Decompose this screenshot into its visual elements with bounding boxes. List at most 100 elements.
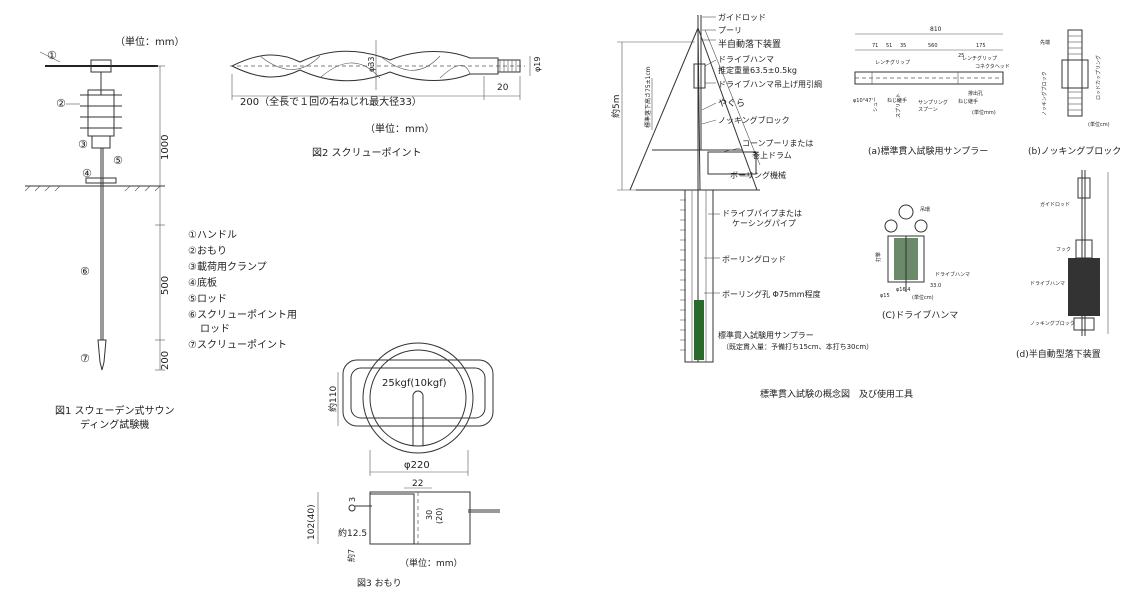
sampler-dim: 175	[976, 43, 986, 49]
fig3-dim-7: 約7	[346, 549, 356, 562]
auto-note: ノッキングブロック	[1030, 320, 1075, 327]
fig1-unit: （単位：mm）	[115, 35, 184, 48]
fig2-unit: （単位：mm）	[365, 122, 434, 135]
fig2-dim-19: φ19	[533, 57, 542, 72]
sampler-note: ねじ継手	[958, 98, 978, 105]
fig3-slot	[412, 390, 424, 446]
fig2-dim-33: φ33	[367, 57, 376, 72]
hammer-note: 打撃	[875, 252, 882, 262]
spt-label: ノッキングブロック	[718, 115, 790, 125]
fig1-legend-item: ⑤ロッド	[188, 294, 227, 305]
fig1-dim-200: 200	[160, 351, 171, 370]
spt-sampler	[694, 300, 704, 360]
fig3-dim-3: 3	[348, 497, 357, 502]
sampler-dim: 51	[886, 43, 892, 49]
fig1-legend-item: ①ハンドル	[188, 230, 237, 241]
sampler-note: シュー	[873, 97, 879, 112]
hammer-note: (単位cm)	[912, 294, 934, 301]
fig1-callout-2: ②	[56, 97, 66, 110]
spt-drive-hammer-detail: 吊環 ドライブハンマ 打撃 φ16.4 φ15 33.0 (単位cm) (C)ド…	[875, 204, 970, 321]
knock-caption: (b)ノッキングブロック	[1028, 145, 1121, 157]
fig2-dim-length: 200（全長で１回の右ねじれ最大径33）	[240, 95, 422, 108]
fig3-weight-disc	[362, 342, 474, 454]
fig3-dim-110: 約110	[327, 386, 339, 412]
spt-label: （既定貫入量：予備打ち15cm、本打ち30cm）	[722, 342, 873, 351]
spt-label: 推定重量63.5±0.5kg	[718, 65, 797, 75]
sampler-dim: 810	[930, 26, 942, 33]
hammer-note: ドライブハンマ	[935, 271, 970, 278]
spt-label: ドライブパイプまたは	[722, 208, 802, 218]
fig3-section-view	[348, 491, 500, 545]
fig1-callout-5: ⑤	[113, 154, 123, 167]
sampler-note: レンチグリップ	[962, 55, 997, 62]
spt-label: ガイドロッド	[718, 12, 766, 22]
spt-drop-height: 標準落下高さ75±1cm	[644, 66, 652, 128]
spt-label: ドライブハンマ吊上げ用引綱	[718, 79, 822, 89]
spt-tripod-leg	[629, 27, 699, 191]
spt-label: コーンプーリまたは	[742, 139, 813, 148]
fig3-dim-220: φ220	[404, 460, 430, 471]
spt-label: ボーリングロッド	[722, 254, 786, 264]
sampler-note: (単位mm)	[972, 109, 996, 116]
fig1-swedish-sounding-tester: （単位：mm） ① ② ③ ⑤ ④	[24, 35, 297, 431]
fig1-legend-item: ⑦スクリューポイント	[188, 339, 287, 351]
hammer-note: φ16.4	[896, 287, 910, 293]
hammer-note: φ15	[880, 293, 890, 299]
sampler-note: サンプリング	[918, 99, 948, 106]
fig3-dim-102: 102(40)	[307, 504, 317, 540]
sampler-note: ねじ継手	[887, 97, 907, 104]
fig1-legend-item: ロッド	[200, 324, 230, 335]
auto-note: ガイドロッド	[1040, 201, 1070, 208]
spt-boring-machine	[707, 151, 757, 175]
fig3-dim-12-5: 約12.5	[338, 527, 367, 539]
fig2-screw-point: 200（全長で１回の右ねじれ最大径33） 20 φ33 φ19 （単位：mm） …	[230, 40, 542, 159]
fig3-unit: （単位：mm）	[400, 557, 463, 569]
spt-label: 巻上ドラム	[752, 150, 792, 160]
fig1-dim-1000: 1000	[160, 135, 171, 160]
knock-note: ノッキングブロック	[1041, 71, 1048, 116]
knock-note: (単位cm)	[1088, 121, 1110, 128]
spt-height: 約5m	[610, 95, 622, 119]
spt-drive-hammer	[693, 63, 706, 89]
spt-auto-drop-detail: ガイドロッド フック ドライブハンマ ノッキングブロック (d)半自動型落下装置	[1016, 170, 1109, 360]
fig2-caption: 図2 スクリューポイント	[312, 147, 422, 159]
fig3-weight: 25kgf(10kgf) 約110 φ220 22 3 30 (20)	[307, 342, 500, 589]
fig2-shank	[497, 59, 521, 73]
fig1-callout-6: ⑥	[80, 265, 90, 278]
fig1-legend-item: ③載荷用クランプ	[188, 261, 267, 273]
fig1-caption: 図1 スウェーデン式サウン	[55, 404, 175, 417]
sampler-note: φ10°47'	[853, 98, 873, 104]
spt-knocking-block-detail: 先端 ロッドカップリング ノッキングブロック (単位cm) (b)ノッキングブロ…	[1028, 29, 1121, 157]
fig2-dim-20: 20	[497, 83, 509, 93]
fig3-dim-22: 22	[412, 479, 423, 489]
auto-note: ドライブハンマ	[1030, 280, 1065, 287]
auto-hammer	[1068, 258, 1100, 316]
fig3-handle-outer	[342, 359, 494, 427]
sampler-note: スプーン	[918, 107, 938, 113]
fig1-legend-item: ⑥スクリューポイント用	[188, 309, 297, 321]
knock-note: 先端	[1040, 39, 1050, 46]
spt-casing-pipe	[684, 189, 714, 363]
sampler-dim: 71	[872, 43, 878, 49]
hammer-caption: (C)ドライブハンマ	[882, 309, 958, 321]
sampler-note: レンチグリップ	[875, 59, 910, 66]
spt-label: 半自動落下装置	[718, 38, 781, 50]
auto-caption: (d)半自動型落下装置	[1016, 348, 1101, 360]
spt-label: 標準貫入試験用サンプラー	[718, 330, 814, 340]
fig1-legend: ①ハンドル ②おもり ③載荷用クランプ ④底板 ⑤ロッド ⑥スクリューポイント用…	[188, 230, 297, 351]
spt-label: ボーリング孔 Φ75mm程度	[722, 289, 821, 299]
spt-label: ボーリング機械	[730, 170, 786, 180]
fig1-callout-3: ③	[78, 138, 88, 151]
knock-note: ロッドカップリング	[1095, 55, 1102, 100]
sampler-caption: (a)標準貫入試験用サンプラー	[868, 145, 988, 157]
sampler-dim: 25	[958, 53, 964, 59]
spt-label: プーリ	[718, 26, 742, 35]
sampler-note: コネクタヘッド	[975, 63, 1010, 70]
sampler-note: スプリット	[896, 93, 902, 118]
fig3-caption: 図3 おもり	[357, 578, 402, 589]
hammer-note: 33.0	[930, 283, 941, 289]
hammer-note: 吊環	[920, 207, 930, 213]
fig1-caption-2: ディング試験機	[80, 418, 149, 431]
spt-sampler-detail: 810 71 51 35 560 25 175 レンチグリップ レンチグリップ …	[853, 26, 1010, 157]
